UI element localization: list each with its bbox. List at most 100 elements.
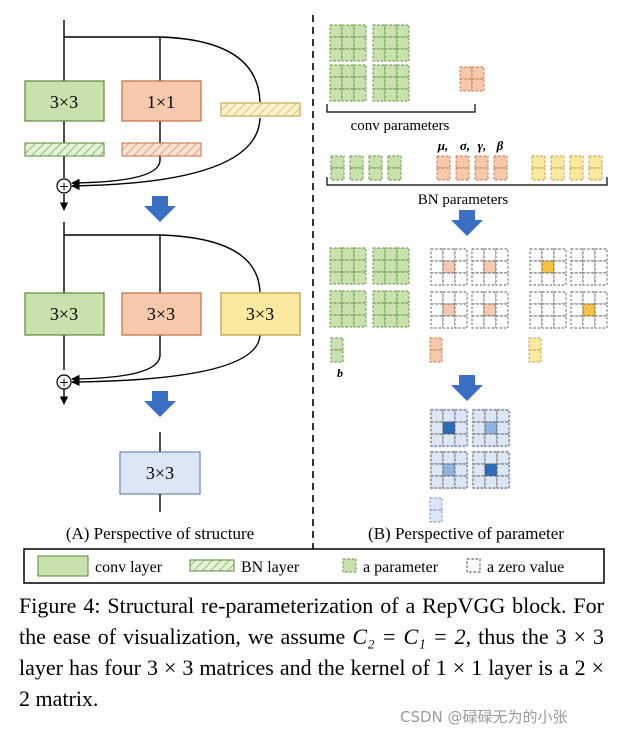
matrix-cell [594,315,608,329]
bn-param-vector [588,155,603,181]
transform-arrow-b2 [451,375,483,401]
conv3x3-kernel-salmon [471,248,509,286]
matrix-cell [430,433,444,447]
panel-a-label: (A) Perspective of structure [66,524,254,543]
matrix-cell [372,36,386,50]
vector-cell [588,167,603,181]
conv3x3-kernel-identity [570,291,608,329]
conv1x1-block-top [121,80,202,122]
vector-cell [429,509,443,523]
vector-cell [436,167,451,181]
conv3x3-kernel-green [372,247,410,285]
conv3x3-matrix [329,24,367,62]
caption-suffix: , thus the 3 × 3 layer has four 3 × 3 ma… [19,624,604,711]
matrix-cell [496,433,510,447]
matrix-cell [353,76,367,90]
matrix-cell [570,272,584,286]
matrix-cell [372,88,386,102]
matrix-cell [553,315,567,329]
nonzero-param [484,304,496,316]
fused-kernel [471,408,511,448]
matrix-cell [496,463,510,477]
matrix-cell [496,409,510,423]
matrix-cell [484,409,498,423]
matrix-cell [483,272,497,286]
panel-a-structure: 3×3 1×1 + 3×3 3×3 3×3 + 3×3 (A) Pe [24,20,301,543]
matrix-cell [529,272,543,286]
matrix-cell [396,247,410,261]
matrix-cell [396,88,410,102]
legend-zero-label: a zero value [487,559,564,576]
conv3x3-kernel-green [329,290,367,328]
matrix-cell [570,291,584,305]
fused-kernel [471,450,511,490]
nonzero-param [542,261,554,273]
matrix-cell [329,88,343,102]
matrix-cell [384,64,398,78]
matrix-cell [529,315,543,329]
conv1x1-matrix [459,66,485,92]
matrix-cell [396,64,410,78]
matrix-cell [430,260,444,274]
bn-param-vector [531,155,546,181]
matrix-cell [541,291,555,305]
matrix-cell [430,463,444,477]
conv3x3-kernel-salmon [471,291,509,329]
matrix-cell [553,260,567,274]
matrix-cell [353,314,367,328]
matrix-cell [454,409,468,423]
nonzero-param [485,464,497,476]
conv3x3-matrix [372,24,410,62]
matrix-cell [329,76,343,90]
matrix-cell [454,475,468,489]
matrix-cell [472,451,486,465]
matrix-cell [396,36,410,50]
matrix-cell [430,303,444,317]
matrix-cell [529,291,543,305]
matrix-cell [341,76,355,90]
bias-vector-yellow [528,337,542,363]
matrix-cell [341,88,355,102]
matrix-cell [430,315,444,329]
vector-cell [330,349,344,363]
matrix-cell [329,24,343,38]
matrix-cell [496,451,510,465]
vector-cell [330,337,344,351]
conv-params-brace [326,104,476,113]
matrix-cell [353,259,367,273]
matrix-cell [472,409,486,423]
matrix-cell [341,36,355,50]
bn-param-vector [550,155,565,181]
matrix-cell [396,259,410,273]
legend-bn-swatch [189,559,235,572]
vector-cell [349,155,364,169]
vector-cell [531,167,546,181]
matrix-cell [484,433,498,447]
vector-cell [550,167,565,181]
matrix-cell [384,76,398,90]
matrix-cell [353,247,367,261]
conv3x3-matrix [329,64,367,102]
conv3x3-kernel-green [372,290,410,328]
nonzero-param [583,304,595,316]
matrix-cell [329,247,343,261]
bias-vector-salmon [429,337,443,363]
matrix-cell [396,48,410,62]
matrix-cell [430,409,444,423]
vector-cell [455,155,470,169]
matrix-cell [442,272,456,286]
matrix-cell [384,290,398,304]
matrix-cell [471,315,485,329]
vector-cell [368,167,383,181]
vector-cell [387,155,402,169]
nonzero-param [485,422,497,434]
nonzero-param [542,304,554,316]
matrix-cell [454,272,468,286]
matrix-cell [329,314,343,328]
matrix-cell [384,48,398,62]
matrix-cell [471,303,485,317]
matrix-cell [553,248,567,262]
vector-cell [493,167,508,181]
bn-param-vector [368,155,383,181]
bn-layer-yellow [220,102,301,117]
